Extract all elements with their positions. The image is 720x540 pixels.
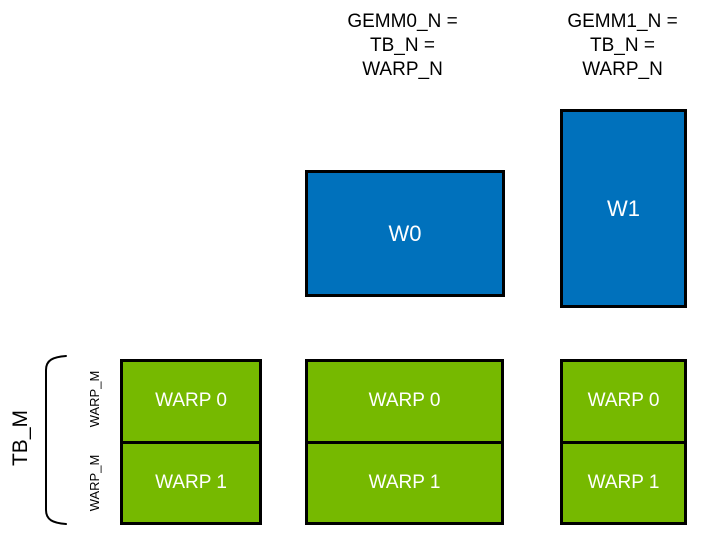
tb-m-label: TB_M [9,410,32,467]
warp-column-left: WARP 0 WARP 1 [120,359,262,525]
warp-cell: WARP 1 [563,440,684,523]
warp-cell: WARP 1 [308,440,501,523]
gemm0-n-header-label: GEMM0_N = TB_N = WARP_N [347,11,458,80]
warp-tile-w0: W0 [305,170,505,297]
warp-cell: WARP 1 [123,440,259,523]
warp-m-label-row0: WARP_M [87,370,102,428]
warp-cell: WARP 0 [368,390,441,412]
warp-tile-w0-label: W0 [388,220,422,246]
warp-cell: WARP 0 [587,390,660,412]
warp-tile-w1: W1 [560,109,687,308]
warp-column-middle: WARP 0 WARP 1 [305,359,504,525]
tb-m-bracket [45,355,67,525]
gemm1-n-header-label: GEMM1_N = TB_N = WARP_N [567,11,678,80]
warp-tile-w1-label: W1 [607,195,640,221]
warp-column-right: WARP 0 WARP 1 [560,359,687,525]
warp-m-label-row1: WARP_M [87,454,102,512]
warp-cell: WARP 0 [155,390,227,412]
